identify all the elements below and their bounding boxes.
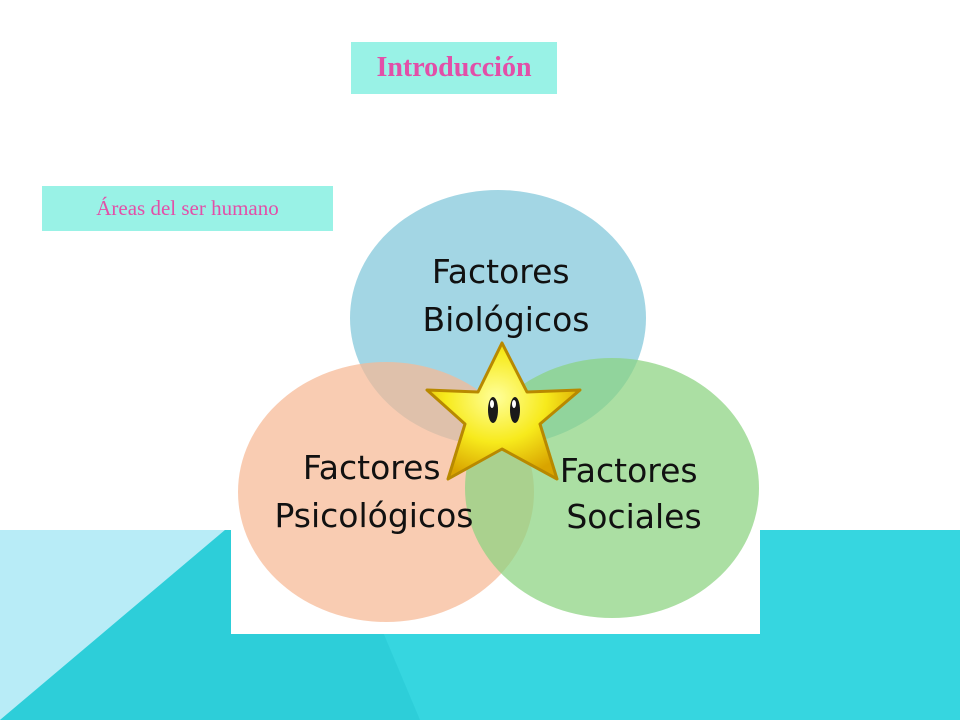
title-box: Introducción [351, 42, 557, 94]
star-icon [425, 341, 582, 481]
subtitle: Áreas del ser humano [96, 196, 279, 220]
page-title: Introducción [376, 52, 532, 83]
label-biologicos: Factores Biológicos [423, 252, 590, 339]
circle-psicologicos [238, 362, 534, 622]
subtitle-box: Áreas del ser humano [42, 186, 333, 231]
label-sociales: Factores Sociales [560, 451, 708, 536]
label-psicologicos: Factores Psicológicos [274, 448, 473, 535]
